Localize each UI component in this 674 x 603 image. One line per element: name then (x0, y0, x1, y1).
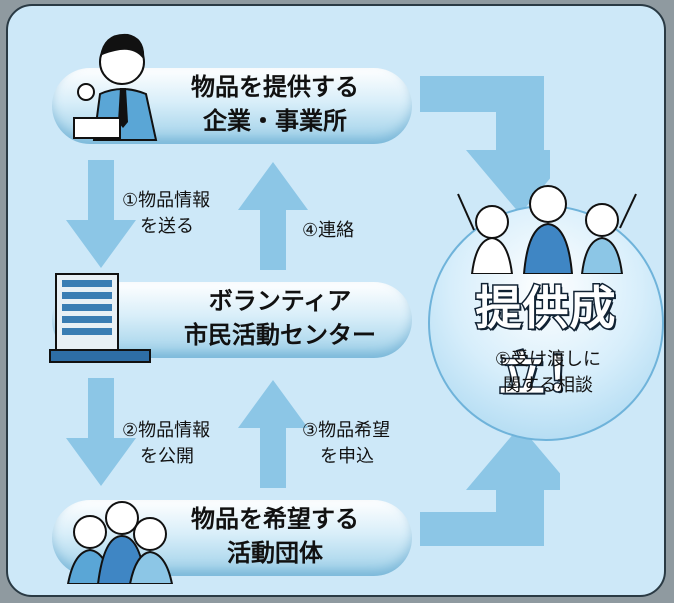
step3-label: ③物品希望 を申込 (302, 418, 390, 470)
arrow-down-1 (66, 160, 136, 268)
center-label-line2: 市民活動センター (184, 321, 376, 349)
requester-label: 物品を希望する 活動団体 (170, 502, 380, 570)
building-illustration (49, 273, 151, 363)
center-label-line1: ボランティア (208, 287, 352, 315)
step4-label: ④連絡 (302, 218, 354, 244)
arrow-down-2 (66, 378, 136, 486)
arrow-to-result-bottom (420, 426, 560, 546)
step5-line1: ⑤受け渡しに (494, 349, 602, 370)
arrow-to-result-top (420, 76, 550, 214)
provider-label-line1: 物品を提供する (191, 73, 359, 101)
result-title: 提供成立！ (474, 280, 617, 403)
step5-line2: 関する相談 (503, 375, 593, 396)
step1-line1: ①物品情報 (122, 190, 211, 211)
step1-label: ①物品情報 を送る (122, 188, 210, 240)
provider-label: 物品を提供する 企業・事業所 (170, 70, 380, 138)
requester-label-line2: 活動団体 (227, 539, 323, 567)
step2-label: ②物品情報 を公開 (122, 418, 210, 470)
step3-line1: ③物品希望 (302, 420, 391, 441)
center-label: ボランティア 市民活動センター (170, 284, 390, 352)
step5-label: ⑤受け渡しに 関する相談 (468, 347, 628, 399)
step4-line1: ④連絡 (302, 220, 355, 241)
step2-line1: ②物品情報 (122, 420, 211, 441)
step3-line2: を申込 (320, 446, 374, 467)
business-person-illustration (73, 33, 158, 141)
provider-label-line2: 企業・事業所 (203, 107, 347, 135)
celebrating-people-illustration (457, 185, 637, 274)
volunteer-group-illustration (66, 501, 174, 584)
arrow-up-4 (238, 162, 308, 270)
arrow-up-3 (238, 380, 308, 488)
step2-line2: を公開 (140, 446, 194, 467)
requester-label-line1: 物品を希望する (191, 505, 359, 533)
step1-line2: を送る (140, 216, 194, 237)
